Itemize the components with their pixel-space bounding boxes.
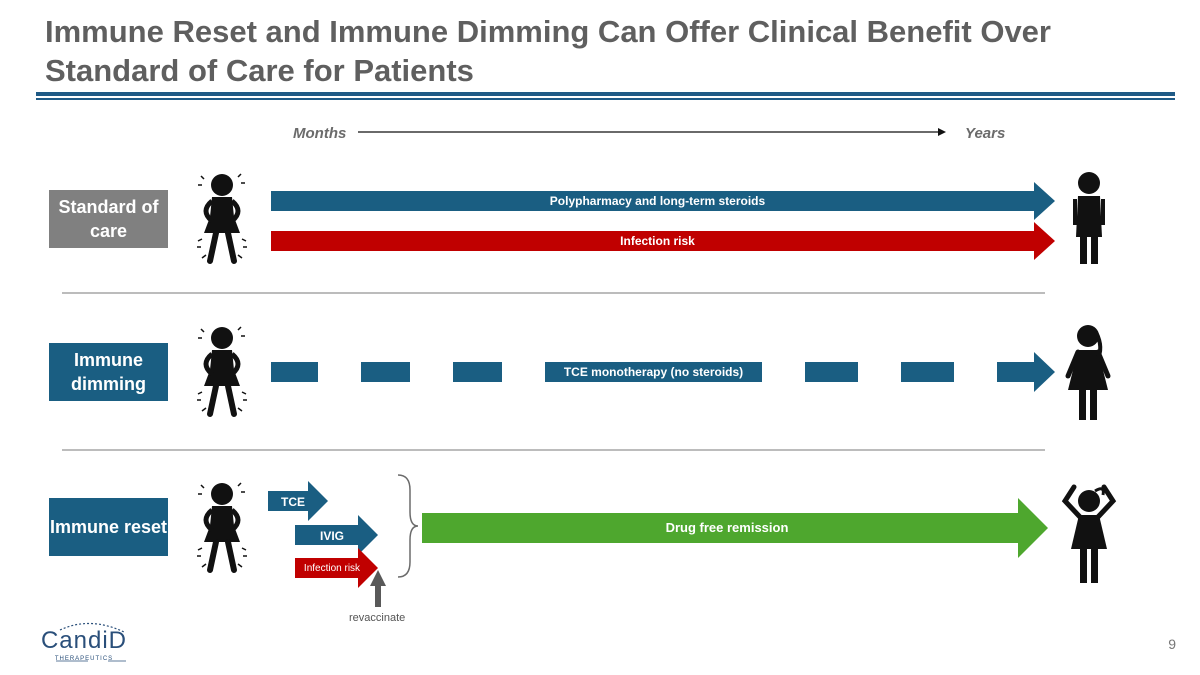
tce-arrow [268, 481, 328, 521]
tce-label: TCE [281, 495, 305, 509]
tce-monotherapy-dashed-arrow [271, 352, 1055, 392]
healthy-person-icon [1068, 325, 1108, 420]
logo-wordmark: CandiD [40, 627, 128, 654]
sick-person-icon [197, 483, 247, 570]
infection-risk-label: Infection risk [620, 234, 695, 248]
row-label-immune-dimming: Immune dimming [49, 343, 168, 401]
row-label-immune-reset: Immune reset [49, 498, 168, 556]
tce-monotherapy-label: TCE monotherapy (no steroids) [563, 365, 744, 379]
company-logo [56, 622, 126, 662]
sick-person-icon [197, 174, 247, 261]
timeline-arrow-icon [358, 128, 946, 136]
row-label-standard-of-care: Standard of care [49, 190, 168, 248]
brace-icon [397, 474, 419, 578]
ivig-label: IVIG [319, 529, 344, 543]
infection-risk-arrow [271, 222, 1055, 260]
polypharmacy-label: Polypharmacy and long-term steroids [549, 194, 766, 208]
revaccinate-label: revaccinate [349, 612, 406, 624]
slide-title: Immune Reset and Immune Dimming Can Offe… [45, 14, 1051, 88]
infection-risk-step-arrow [295, 548, 378, 588]
logo-subtitle: THERAPEUTICS [54, 656, 114, 662]
ivig-arrow [295, 515, 378, 555]
standing-person-icon [1073, 172, 1105, 264]
infection-risk-step-label: Infection risk [303, 563, 361, 574]
title-rule-thin [36, 98, 1175, 100]
drug-free-remission-label: Drug free remission [665, 520, 789, 535]
title-rule [36, 92, 1175, 96]
drug-free-remission-arrow [422, 498, 1048, 558]
up-arrow-icon [370, 570, 386, 607]
polypharmacy-arrow [271, 182, 1055, 220]
timeline-start-label: Months [293, 125, 347, 142]
page-number: 9 [1168, 636, 1176, 652]
timeline-end-label: Years [965, 125, 1006, 142]
arms-up-person-icon [1065, 487, 1113, 583]
sick-person-icon [197, 327, 247, 414]
